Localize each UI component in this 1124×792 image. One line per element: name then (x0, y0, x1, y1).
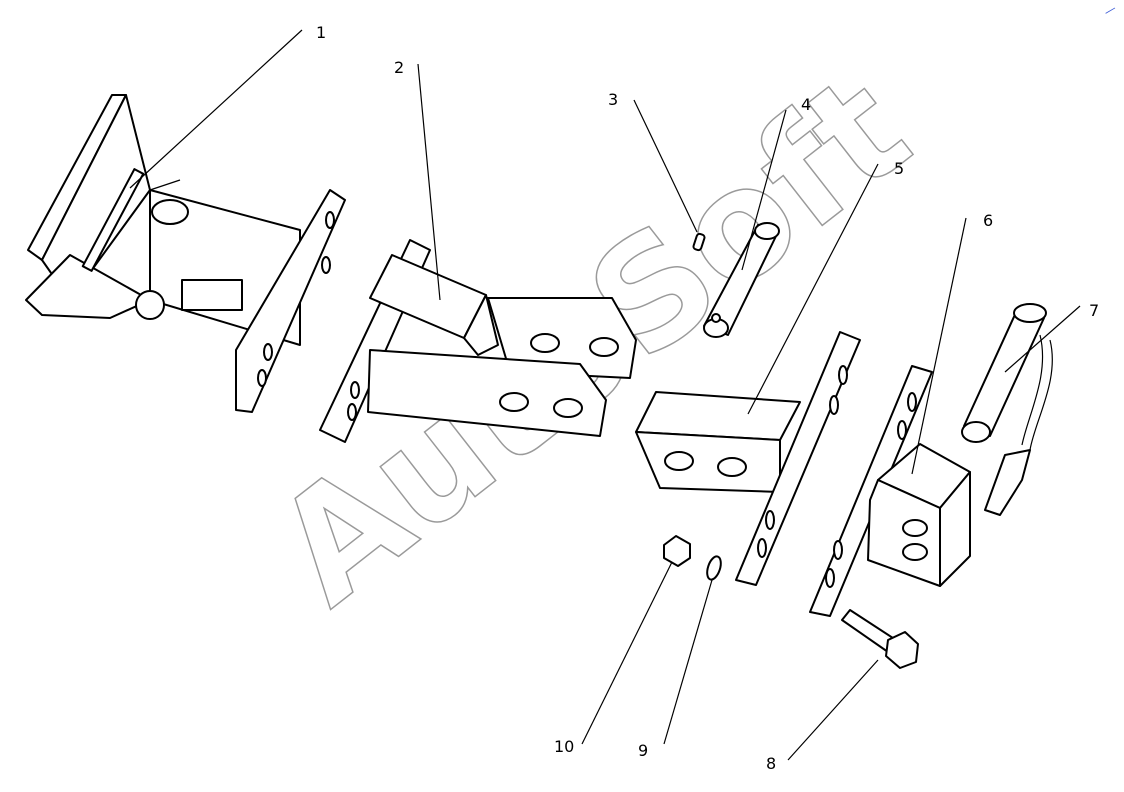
part-3-spring-pin (692, 232, 706, 252)
callout-8: 8 (766, 754, 776, 773)
part-2-clevis (319, 239, 637, 443)
leader-5 (747, 163, 879, 415)
part-5-mount (635, 331, 861, 586)
leader-2 (417, 63, 441, 301)
part-9-washer (706, 555, 722, 581)
callout-9: 9 (638, 741, 648, 760)
callout-2: 2 (394, 58, 404, 77)
leader-4 (741, 109, 787, 271)
part-4-pin (703, 222, 780, 338)
leader-6 (911, 217, 967, 475)
callout-7: 7 (1089, 301, 1099, 320)
callout-3: 3 (608, 90, 618, 109)
callout-4: 4 (801, 95, 811, 114)
part-7-lynch-pin (961, 303, 1053, 516)
leader-7 (1004, 305, 1081, 373)
leader-9 (663, 579, 713, 745)
callout-5: 5 (894, 159, 904, 178)
leader-1 (129, 29, 303, 189)
part-1-bracket (25, 94, 346, 413)
callout-1: 1 (316, 23, 326, 42)
callout-10: 10 (554, 737, 574, 756)
callout-6: 6 (983, 211, 993, 230)
leader-8 (787, 659, 879, 761)
corner-mark: — (1101, 1, 1118, 19)
leader-10 (581, 561, 673, 745)
leader-3 (633, 99, 698, 233)
part-6-block (809, 365, 971, 617)
part-10-nut (663, 535, 691, 567)
part-8-bolt (841, 609, 919, 669)
